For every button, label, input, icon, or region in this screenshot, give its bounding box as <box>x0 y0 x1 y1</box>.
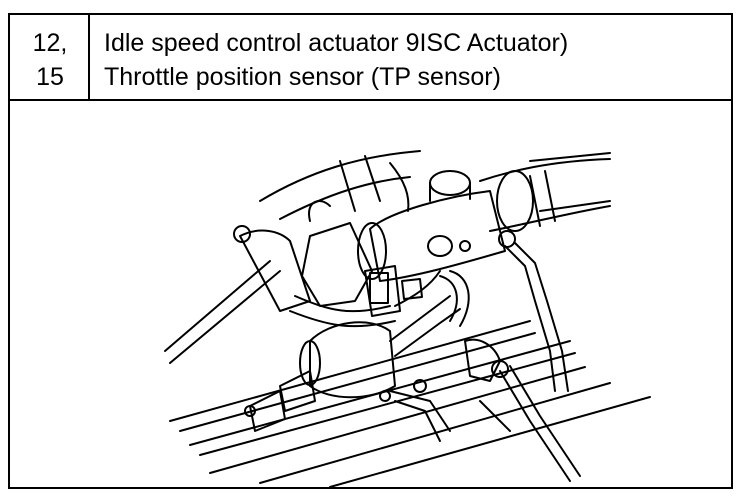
isc-actuator <box>234 201 422 316</box>
component-table: 12, 15 Idle speed control actuator 9ISC … <box>8 13 733 489</box>
engine-background <box>260 151 610 219</box>
tp-sensor <box>250 271 469 441</box>
item-description-2: Throttle position sensor (TP sensor) <box>104 63 501 91</box>
item-description-1: Idle speed control actuator 9ISC Actuato… <box>104 29 569 57</box>
bolts <box>245 241 470 416</box>
hoses <box>290 271 440 326</box>
illustration-panel <box>10 101 731 487</box>
number-cell: 12, 15 <box>10 15 90 99</box>
fuel-lines <box>165 261 650 487</box>
item-number-2: 15 <box>36 63 64 91</box>
throttle-body <box>358 171 568 391</box>
intake-duct <box>480 159 610 231</box>
throttle-body-engine-illustration-icon <box>10 101 731 487</box>
header-row: 12, 15 Idle speed control actuator 9ISC … <box>10 15 731 101</box>
item-number-1: 12, <box>32 29 68 57</box>
right-connectors <box>465 340 580 481</box>
